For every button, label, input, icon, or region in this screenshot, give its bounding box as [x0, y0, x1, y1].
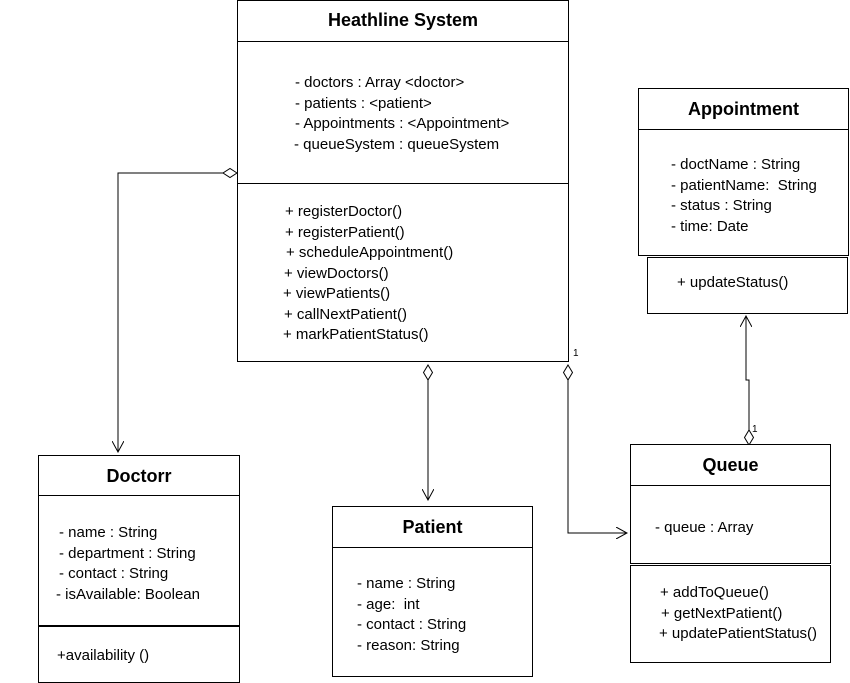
class-appointment-methods[interactable]: + updateStatus() — [647, 257, 848, 314]
attribute: - name : String — [59, 524, 158, 541]
class-doctor-methods[interactable]: +availability () — [38, 626, 240, 683]
multiplicity-healthline-queue: 1 — [573, 348, 579, 359]
aggregation-diamond — [222, 167, 238, 179]
attribute: - department : String — [59, 544, 196, 562]
method: + viewPatients() — [283, 285, 391, 302]
aggregation-diamond — [743, 429, 755, 446]
class-name: Appointment — [688, 99, 799, 119]
attribute: - contact : String — [357, 616, 467, 633]
method: + updateStatus() — [677, 274, 789, 291]
attribute: - time: Date — [671, 217, 749, 235]
class-name: Heathline System — [327, 10, 479, 30]
attribute: - status : String — [671, 197, 772, 214]
attribute: - queue : Array — [655, 519, 754, 536]
divider — [238, 183, 568, 184]
divider — [631, 485, 830, 486]
association-healthline-patient — [422, 364, 434, 500]
class-healthline-system[interactable]: Heathline System - doctors : Array <doct… — [237, 0, 569, 362]
attribute: - isAvailable: Boolean — [56, 585, 200, 603]
class-name: Doctorr — [106, 466, 172, 486]
class-queue[interactable]: Queue - queue : Array — [630, 444, 831, 564]
attribute: - reason: String — [357, 636, 460, 654]
method: + scheduleAppointment() — [286, 244, 454, 261]
method: + callNextPatient() — [284, 305, 407, 323]
method: + registerDoctor() — [285, 203, 403, 220]
class-name: Patient — [402, 517, 463, 537]
class-appointment[interactable]: Appointment - doctName : String - patien… — [638, 88, 849, 256]
attribute: - patientName: String — [671, 176, 817, 194]
method: +availability () — [57, 647, 150, 664]
aggregation-diamond — [562, 364, 574, 381]
class-doctor[interactable]: Doctorr - name : String - department : S… — [38, 455, 240, 626]
divider — [39, 495, 239, 496]
method: + addToQueue() — [660, 584, 769, 601]
aggregation-diamond — [422, 364, 434, 381]
attribute: - age: int — [357, 595, 420, 613]
attribute: - name : String — [357, 575, 456, 592]
association-healthline-doctor — [118, 167, 238, 453]
attribute: - patients : <patient> — [295, 94, 432, 112]
attribute: - doctors : Array <doctor> — [295, 74, 465, 91]
method: + viewDoctors() — [284, 264, 389, 282]
method: + getNextPatient() — [661, 604, 783, 622]
method: + updatePatientStatus() — [659, 625, 818, 642]
attribute: - doctName : String — [671, 156, 801, 173]
divider — [333, 547, 532, 548]
attribute: - queueSystem : queueSystem — [294, 135, 500, 153]
divider — [639, 129, 848, 130]
class-patient[interactable]: Patient - name : String - age: int - con… — [332, 506, 533, 677]
multiplicity-queue-appointment: 1 — [752, 424, 758, 435]
association-healthline-queue — [562, 364, 628, 533]
method: + registerPatient() — [285, 223, 405, 241]
divider — [238, 41, 568, 42]
association-queue-appointment — [743, 316, 755, 446]
class-name: Queue — [702, 455, 759, 475]
class-queue-methods[interactable]: + addToQueue() + getNextPatient() + upda… — [630, 565, 831, 663]
method: + markPatientStatus() — [283, 326, 429, 343]
attribute: - Appointments : <Appointment> — [295, 115, 510, 132]
attribute: - contact : String — [59, 565, 169, 582]
